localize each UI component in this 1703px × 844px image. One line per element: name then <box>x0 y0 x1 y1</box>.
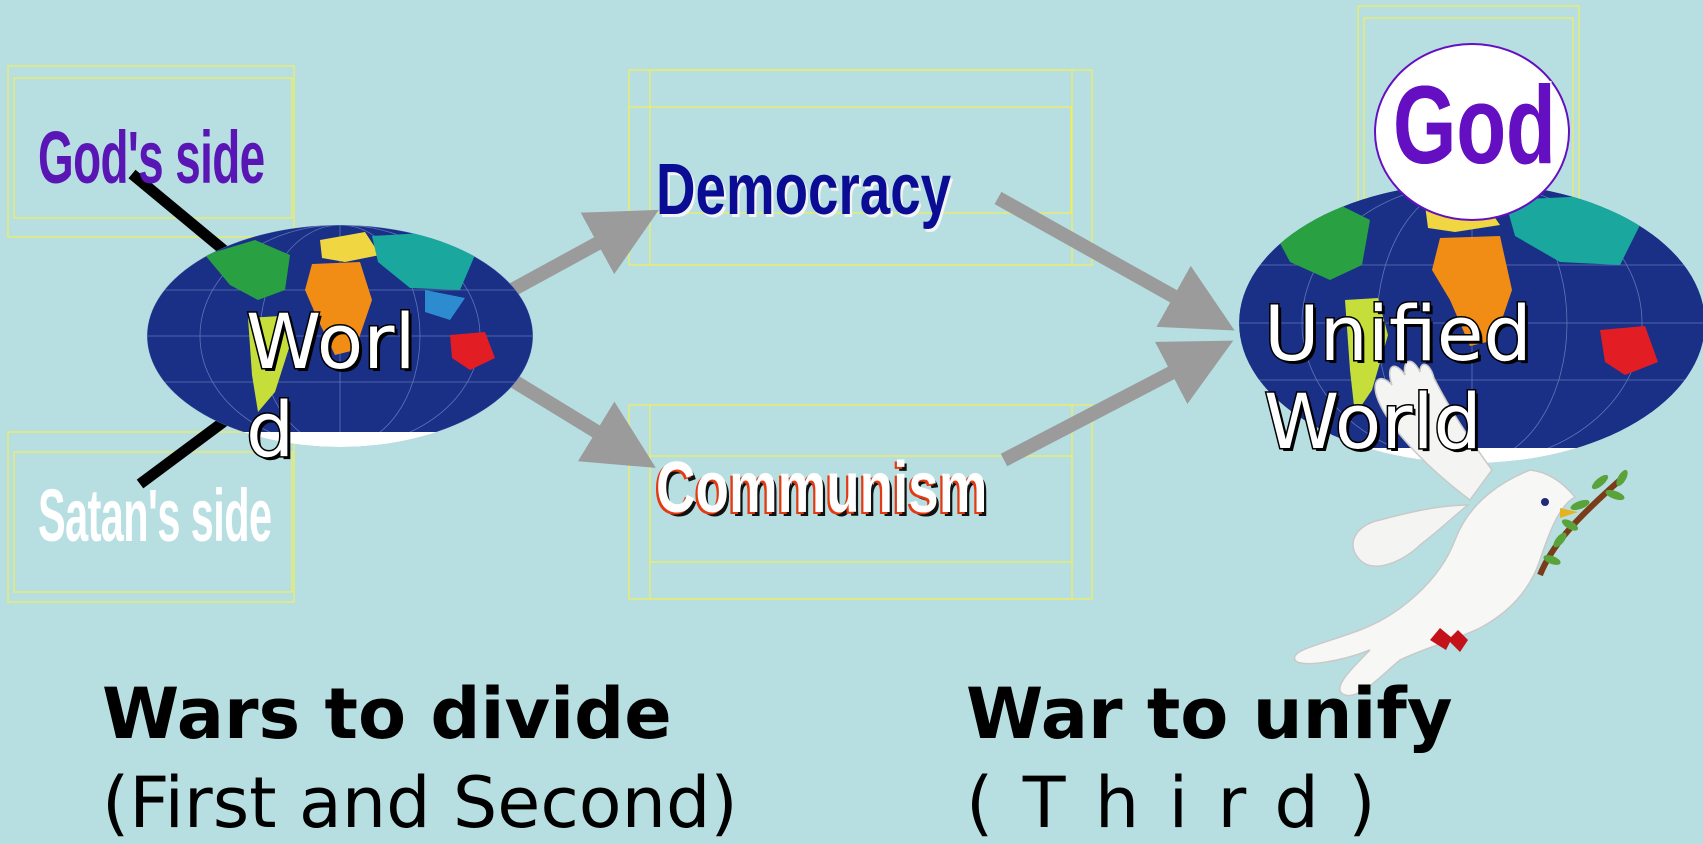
arrow-world-to-democracy <box>508 209 659 297</box>
dove-icon <box>1293 360 1628 697</box>
guide-boxes <box>7 5 1580 603</box>
satans-side-label: Satan's side <box>38 474 272 557</box>
god-circle <box>1374 43 1570 221</box>
communism-label: Communism <box>656 448 988 528</box>
right-globe-icon <box>1239 183 1703 463</box>
unified-world-label: Unified World <box>1263 288 1534 467</box>
wars-to-divide-title: Wars to divide <box>102 673 672 755</box>
arrows <box>508 191 1235 468</box>
war-to-unify-subtitle: (Third) <box>966 762 1405 844</box>
world-label: World <box>245 296 418 475</box>
arrow-communism-to-unified <box>1000 340 1234 467</box>
gods-side-label: God's side <box>38 116 265 199</box>
war-to-unify-title: War to unify <box>966 673 1453 755</box>
democracy-label: Democracy <box>656 150 952 230</box>
arrow-democracy-to-unified <box>994 191 1235 331</box>
olive-branch-icon <box>1537 469 1628 577</box>
wars-to-divide-subtitle: (First and Second) <box>102 762 738 844</box>
pointer-lines <box>128 169 230 489</box>
god-label: God <box>1392 64 1558 188</box>
arrow-world-to-communism <box>508 374 656 468</box>
